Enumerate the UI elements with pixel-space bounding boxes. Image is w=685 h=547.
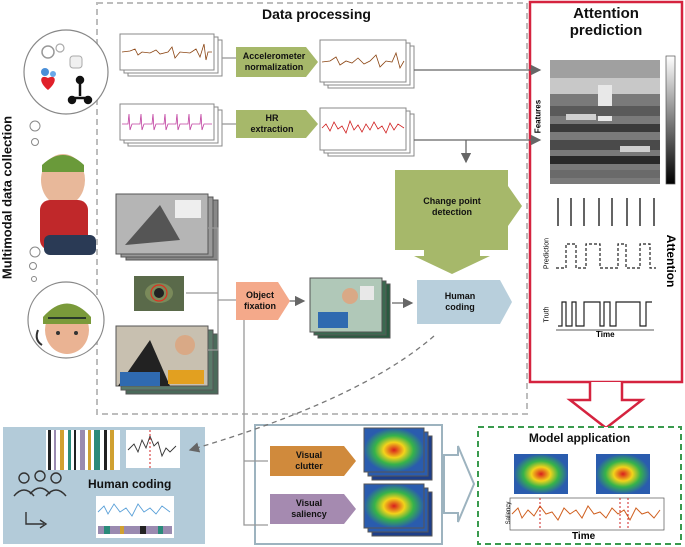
visual-clutter-label-1: Visual [295, 450, 323, 460]
visual-clutter-box [270, 446, 356, 476]
people-icon [13, 470, 67, 529]
heatmap-colorbar [665, 55, 676, 185]
visual-clutter-label-2: clutter [295, 461, 323, 471]
change-point-label-1: Change point [423, 196, 481, 206]
change-point-box [395, 170, 522, 274]
eye-image [134, 276, 184, 311]
hr-extracted-stack [319, 107, 415, 157]
connector-lines [186, 64, 542, 526]
change-point-ticks [557, 198, 655, 226]
visual-features-frame [254, 424, 443, 545]
acc-label-1: Accelerometer [242, 51, 306, 61]
object-fixation-box [236, 282, 290, 320]
hr-label-1: HR [265, 113, 279, 123]
coding-line-plot [126, 430, 180, 468]
change-point-label-2: detection [431, 207, 472, 217]
object-fixation-photos [309, 277, 391, 339]
object-fixation-label-1: Object [245, 290, 274, 300]
model-heatmaps [514, 454, 650, 494]
sensor-icons [41, 43, 93, 105]
human-coding-label: Human coding [417, 288, 503, 316]
side-title: Multimodal data collection [0, 115, 15, 280]
processing-title: Data processing [262, 6, 371, 22]
visual-saliency-label-1: Visual [295, 498, 323, 508]
time-label: Time [596, 330, 615, 339]
human-coding-label-2: coding [445, 302, 475, 312]
attention-title-1: Attention [573, 5, 639, 22]
visual-saliency-box [270, 494, 356, 524]
object-fixation-label: Object fixation [236, 286, 284, 316]
clutter-photos [363, 427, 433, 481]
processing-frame [96, 2, 528, 415]
attention-title-2: prediction [569, 22, 643, 39]
human-coding-panel-title: Human coding [88, 477, 172, 491]
hr-label-2: extraction [250, 124, 294, 134]
acc-normalized-stack [319, 39, 415, 89]
prediction-wave [556, 243, 656, 269]
human-coding-box [417, 280, 512, 324]
acc-label: Accelerometer normalization [236, 49, 312, 75]
change-point-label: Change point detection [400, 192, 504, 222]
coding-stripes [46, 430, 120, 470]
child-head [35, 303, 91, 354]
coding-combined-plot [96, 496, 174, 538]
acc-hr-connectors [222, 57, 236, 125]
truth-wave [558, 301, 652, 327]
attention-side-label: Attention [664, 234, 678, 288]
thought-bubbles [29, 120, 41, 282]
truth-label: Truth [543, 306, 551, 323]
to-model-arrow [443, 445, 476, 523]
down-arrow [566, 382, 646, 430]
attention-frame [528, 0, 684, 384]
visual-saliency-label-2: saliency [291, 509, 327, 519]
child-photo [40, 154, 96, 255]
hr-box [236, 110, 318, 138]
acc-box [236, 47, 318, 77]
model-time-label: Time [572, 531, 596, 542]
eye-tracking-photos [115, 193, 219, 261]
features-heatmap [550, 60, 660, 184]
saliency-timeseries [509, 497, 665, 531]
hr-label: HR extraction [236, 112, 308, 136]
human-coding-label-1: Human [444, 291, 476, 301]
model-title: Model application [528, 431, 631, 445]
prediction-label: Prediction [543, 237, 551, 270]
scene-photos [115, 325, 219, 395]
visual-clutter-label: Visual clutter [270, 448, 348, 474]
hr-signal-stack [119, 103, 223, 147]
acc-signal-stack [119, 33, 223, 77]
saliency-photos [363, 483, 433, 537]
sensor-circle [23, 29, 109, 115]
saliency-axis-label: Saliency [506, 501, 512, 525]
object-fixation-label-2: fixation [243, 301, 276, 311]
features-label: Features [533, 99, 543, 134]
acc-label-2: normalization [244, 62, 304, 72]
visual-saliency-label: Visual saliency [270, 496, 348, 522]
